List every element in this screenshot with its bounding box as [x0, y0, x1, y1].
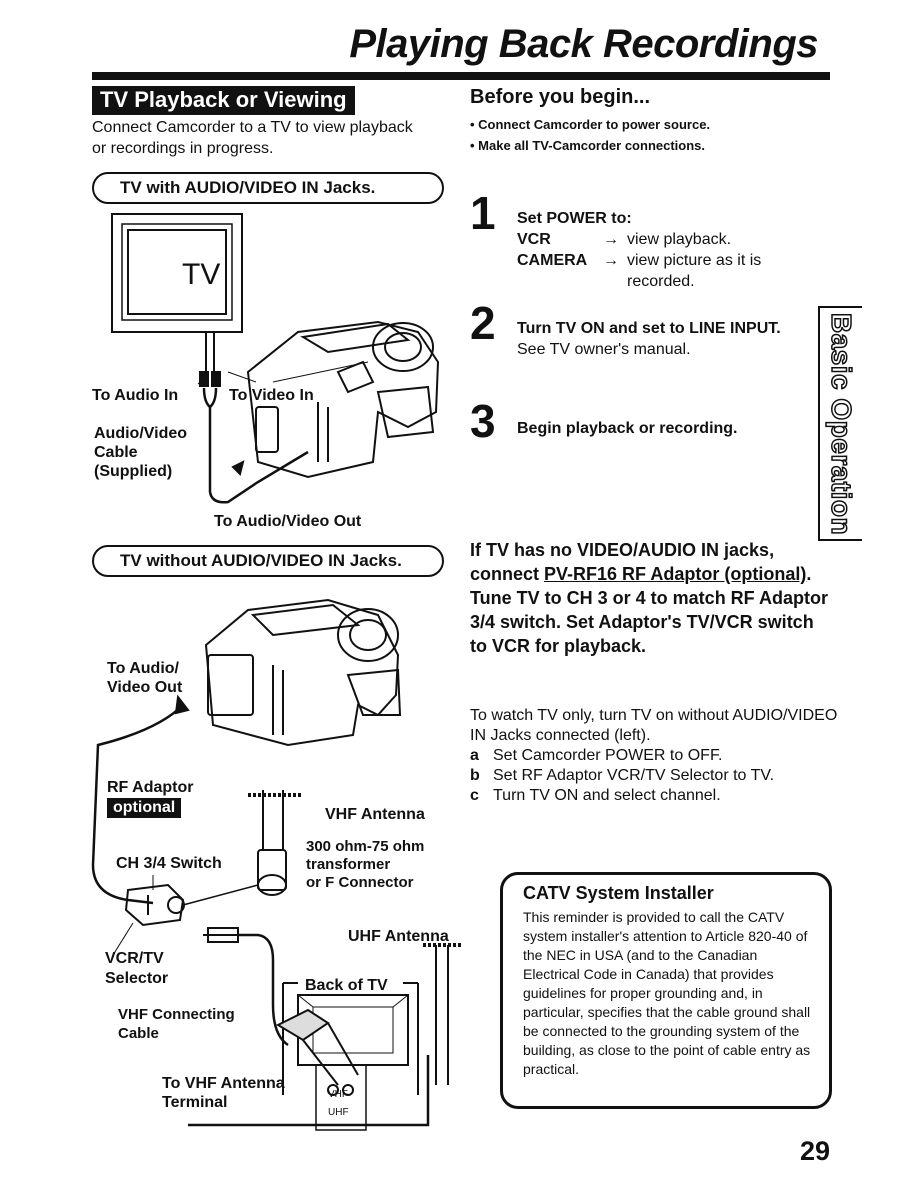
- bullet-item: • Connect Camcorder to power source.: [470, 117, 711, 132]
- optional-tag: optional: [107, 798, 182, 818]
- before-heading: Before you begin...: [470, 86, 651, 108]
- watch-text: Turn TV ON and select channel.: [493, 787, 721, 804]
- pill-without-av-jacks: TV without AUDIO/VIDEO IN Jacks.: [92, 545, 444, 577]
- step-1-title: Set POWER to:: [517, 210, 632, 227]
- watch-item: b Set RF Adaptor VCR/TV Selector to TV.: [470, 766, 850, 786]
- power-key: CAMERA: [517, 252, 588, 269]
- label-uhf-antenna: UHF Antenna: [348, 928, 449, 945]
- watch-text: Set RF Adaptor VCR/TV Selector to TV.: [493, 767, 775, 784]
- page-number: 29: [799, 1136, 830, 1166]
- power-setting-table: VCR → view playback. CAMERA → view pictu…: [517, 229, 777, 292]
- watch-tv-instructions: To watch TV only, turn TV on without AUD…: [470, 706, 850, 806]
- uhf-terminal-tag: UHF: [328, 1107, 349, 1118]
- vhf-terminal-tag: VHF: [328, 1089, 348, 1100]
- power-row-camera: CAMERA → view picture as it is recorded.: [517, 250, 777, 292]
- step-3-number: 3: [470, 395, 496, 447]
- power-value: view picture as it is recorded.: [627, 252, 762, 290]
- diagram-tv-without-av: VHF UHF: [91, 598, 463, 1131]
- label-vhf-cable-2: Cable: [118, 1025, 159, 1042]
- label-back-of-tv: Back of TV: [305, 977, 388, 994]
- label-transformer-3: or F Connector: [306, 874, 414, 891]
- before-bullets: • Connect Camcorder to power source. • M…: [470, 114, 710, 156]
- watch-letter: a: [470, 747, 479, 764]
- catv-heading: CATV System Installer: [523, 883, 714, 903]
- step-1-number: 1: [470, 187, 496, 239]
- tv-screen: [127, 229, 227, 315]
- label-vhf-cable-1: VHF Connecting: [118, 1006, 235, 1023]
- step-2-number: 2: [470, 297, 496, 349]
- power-row-vcr: VCR → view playback.: [517, 229, 777, 250]
- label-transformer-2: transformer: [306, 856, 391, 873]
- section-intro: Connect Camcorder to a TV to view playba…: [92, 119, 413, 157]
- label-vhf-antenna: VHF Antenna: [325, 806, 425, 823]
- watch-item: c Turn TV ON and select channel.: [470, 786, 850, 806]
- av-cable-2: [91, 704, 184, 905]
- watch-text: Set Camcorder POWER to OFF.: [493, 747, 723, 764]
- arrow-icon: →: [603, 252, 619, 269]
- label-selector-2: Selector: [105, 970, 169, 987]
- step-3-title: Begin playback or recording.: [517, 420, 738, 437]
- vhf-connecting-cable: [238, 933, 289, 1047]
- power-key: VCR: [517, 231, 551, 248]
- watch-letter: b: [470, 767, 480, 784]
- step-1: Set POWER to: VCR → view playback. CAMER…: [517, 208, 807, 292]
- step-2-title: Turn TV ON and set to LINE INPUT.: [517, 320, 781, 337]
- step-2-text: See TV owner's manual.: [517, 341, 691, 358]
- label-av-cable-1: Audio/Video: [94, 425, 188, 442]
- back-of-tv: [282, 982, 419, 1131]
- label-transformer-1: 300 ohm-75 ohm: [306, 838, 425, 855]
- label-vhf-terminal-2: Terminal: [162, 1094, 228, 1111]
- watch-intro: To watch TV only, turn TV on without AUD…: [470, 707, 838, 744]
- side-tab-label: Basic Operation: [825, 312, 858, 536]
- label-av-cable-3: (Supplied): [94, 463, 173, 480]
- arrow-icon: →: [603, 231, 619, 248]
- tv-screen-frame: [121, 223, 233, 321]
- rf-text-post: . Tune TV to CH 3 or 4 to match RF Adapt…: [470, 564, 829, 656]
- rf-adaptor-link: PV-RF16 RF Adaptor (optional): [544, 564, 807, 584]
- label-to-av-out: To Audio/Video Out: [214, 513, 362, 530]
- rf-text-pre: If TV has no VIDEO/AUDIO IN jacks, conne…: [470, 540, 775, 584]
- label-ch-switch: CH 3/4 Switch: [116, 855, 222, 872]
- catv-text: This reminder is provided to call the CA…: [523, 909, 811, 1077]
- page-title: Playing Back Recordings: [349, 22, 818, 66]
- label-to-av-out-2a: To Audio/: [107, 660, 179, 677]
- bullet-item: • Make all TV-Camcorder connections.: [470, 138, 706, 153]
- step-2: Turn TV ON and set to LINE INPUT. See TV…: [517, 318, 787, 360]
- section-side-tab: Basic Operation: [818, 306, 862, 541]
- label-selector-1: VCR/TV: [105, 950, 164, 967]
- label-to-av-out-2b: Video Out: [107, 679, 183, 696]
- watch-letter: c: [470, 787, 479, 804]
- diagram-tv-with-av: [111, 213, 440, 504]
- label-av-cable-2: Cable: [94, 444, 138, 461]
- av-plug: [231, 460, 245, 476]
- label-to-audio-in: To Audio In: [92, 387, 179, 404]
- pill-with-av-jacks: TV with AUDIO/VIDEO IN Jacks.: [92, 172, 444, 204]
- camcorder-1: [246, 320, 440, 479]
- camcorder-2: [204, 598, 402, 747]
- rf-adaptor-box: [112, 875, 185, 956]
- catv-notice-box: CATV System Installer This reminder is p…: [500, 872, 832, 1109]
- title-rule: [92, 72, 830, 80]
- section-heading: TV Playback or Viewing: [92, 86, 355, 115]
- power-value: view playback.: [627, 231, 732, 248]
- transformer: [248, 790, 303, 896]
- watch-item: a Set Camcorder POWER to OFF.: [470, 746, 850, 766]
- av-cable: [202, 387, 218, 409]
- tv-screen-label: TV: [182, 258, 221, 291]
- label-rf-adaptor: RF Adaptor: [107, 779, 194, 796]
- label-to-video-in: To Video In: [229, 387, 314, 404]
- rf-adaptor-paragraph: If TV has no VIDEO/AUDIO IN jacks, conne…: [470, 538, 830, 658]
- label-vhf-terminal-1: To VHF Antenna: [162, 1075, 285, 1092]
